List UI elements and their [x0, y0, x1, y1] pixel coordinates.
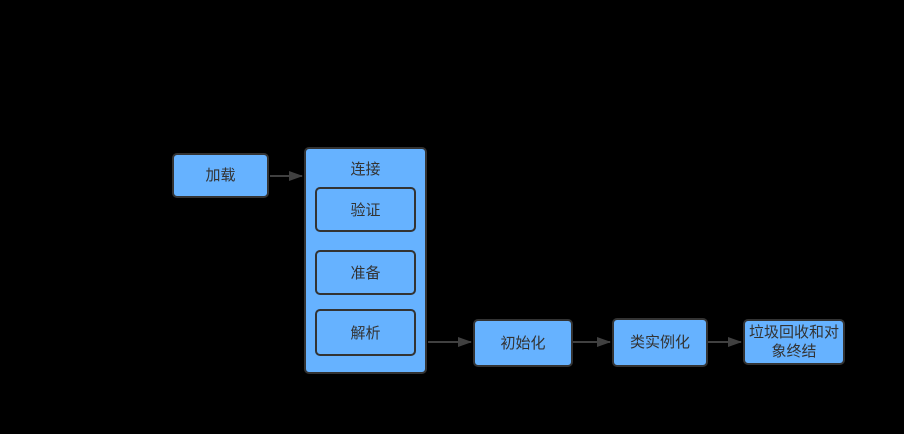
node-instantiate: 类实例化: [612, 318, 708, 367]
node-gc-finalize-label: 垃圾回收和对象终结: [748, 323, 839, 360]
node-load-label: 加载: [205, 166, 236, 184]
node-initialize-label: 初始化: [500, 333, 546, 352]
node-load: 加载: [172, 153, 269, 198]
node-prepare: 准备: [315, 250, 416, 295]
node-verify-label: 验证: [350, 201, 381, 219]
node-initialize: 初始化: [473, 319, 573, 367]
node-link-label: 连接: [350, 160, 381, 178]
node-resolve: 解析: [315, 309, 416, 356]
node-instantiate-label: 类实例化: [629, 333, 690, 351]
node-prepare-label: 准备: [350, 264, 381, 282]
node-verify: 验证: [315, 187, 416, 232]
node-resolve-label: 解析: [350, 324, 381, 342]
node-gc-finalize: 垃圾回收和对象终结: [743, 319, 845, 365]
